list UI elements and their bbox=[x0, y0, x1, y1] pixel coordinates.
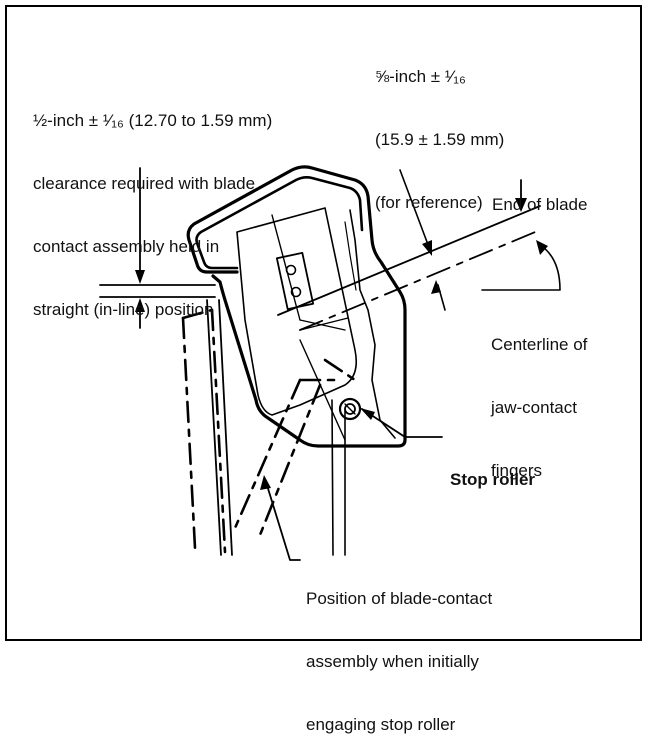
centerline-dashed bbox=[299, 229, 541, 331]
reference-arrow bbox=[399, 169, 431, 251]
housing-inner-lip bbox=[195, 176, 364, 270]
blade-end-line bbox=[277, 205, 541, 316]
clearance-dimension-label: ½-inch ± ¹⁄₁₆ (12.70 to 1.59 mm) clearan… bbox=[33, 111, 273, 319]
reference-dimension-label: ⅝-inch ± ¹⁄₁₆ (15.9 ± 1.59 mm) (for refe… bbox=[375, 67, 505, 212]
housing-outline bbox=[186, 165, 407, 448]
stop-roller bbox=[338, 397, 362, 421]
centerline-label: Centerline of jaw-contact fingers bbox=[491, 335, 588, 480]
blade-contact-drawing bbox=[99, 165, 561, 561]
diagram-frame bbox=[5, 5, 642, 641]
stop-roller-label: Stop roller bbox=[450, 470, 536, 489]
end-of-blade-label: End of blade bbox=[492, 195, 588, 214]
position-label: Position of blade-contact assembly when … bbox=[306, 589, 493, 734]
dashed-blade-contact-position bbox=[181, 308, 357, 554]
contact-cavity bbox=[236, 207, 358, 416]
